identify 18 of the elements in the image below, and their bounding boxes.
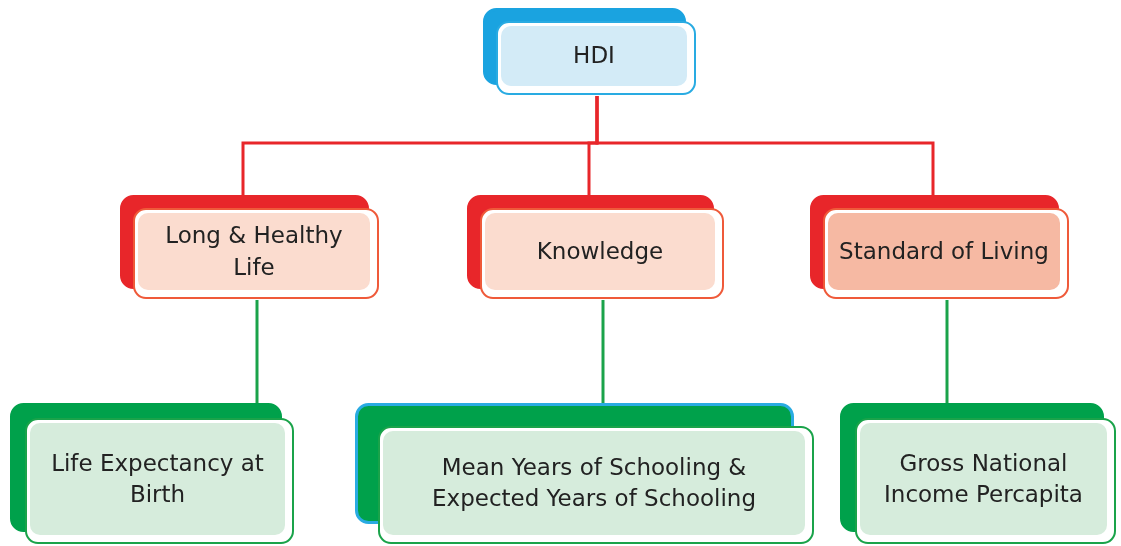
- node-label: Long & Healthy Life: [164, 221, 344, 282]
- node-box: [467, 195, 725, 300]
- node-label: Life Expectancy at Birth: [50, 448, 265, 509]
- node-label: Mean Years of Schooling & Expected Years of Schooling: [431, 452, 757, 513]
- node-label: Knowledge: [535, 236, 665, 266]
- node-label: Gross National Income Percapita: [883, 448, 1084, 509]
- node-box: [10, 403, 295, 545]
- node-label: Standard of Living: [838, 236, 1050, 266]
- connector-line: [601, 300, 605, 403]
- node-box: [810, 195, 1070, 300]
- node-box: [120, 195, 380, 300]
- node-box: [483, 8, 697, 96]
- connector-line: [595, 96, 935, 195]
- node-box: [355, 403, 815, 545]
- node-label: HDI: [572, 41, 616, 71]
- node-box: [840, 403, 1117, 545]
- connector-line: [945, 300, 949, 403]
- connector-line: [255, 300, 259, 403]
